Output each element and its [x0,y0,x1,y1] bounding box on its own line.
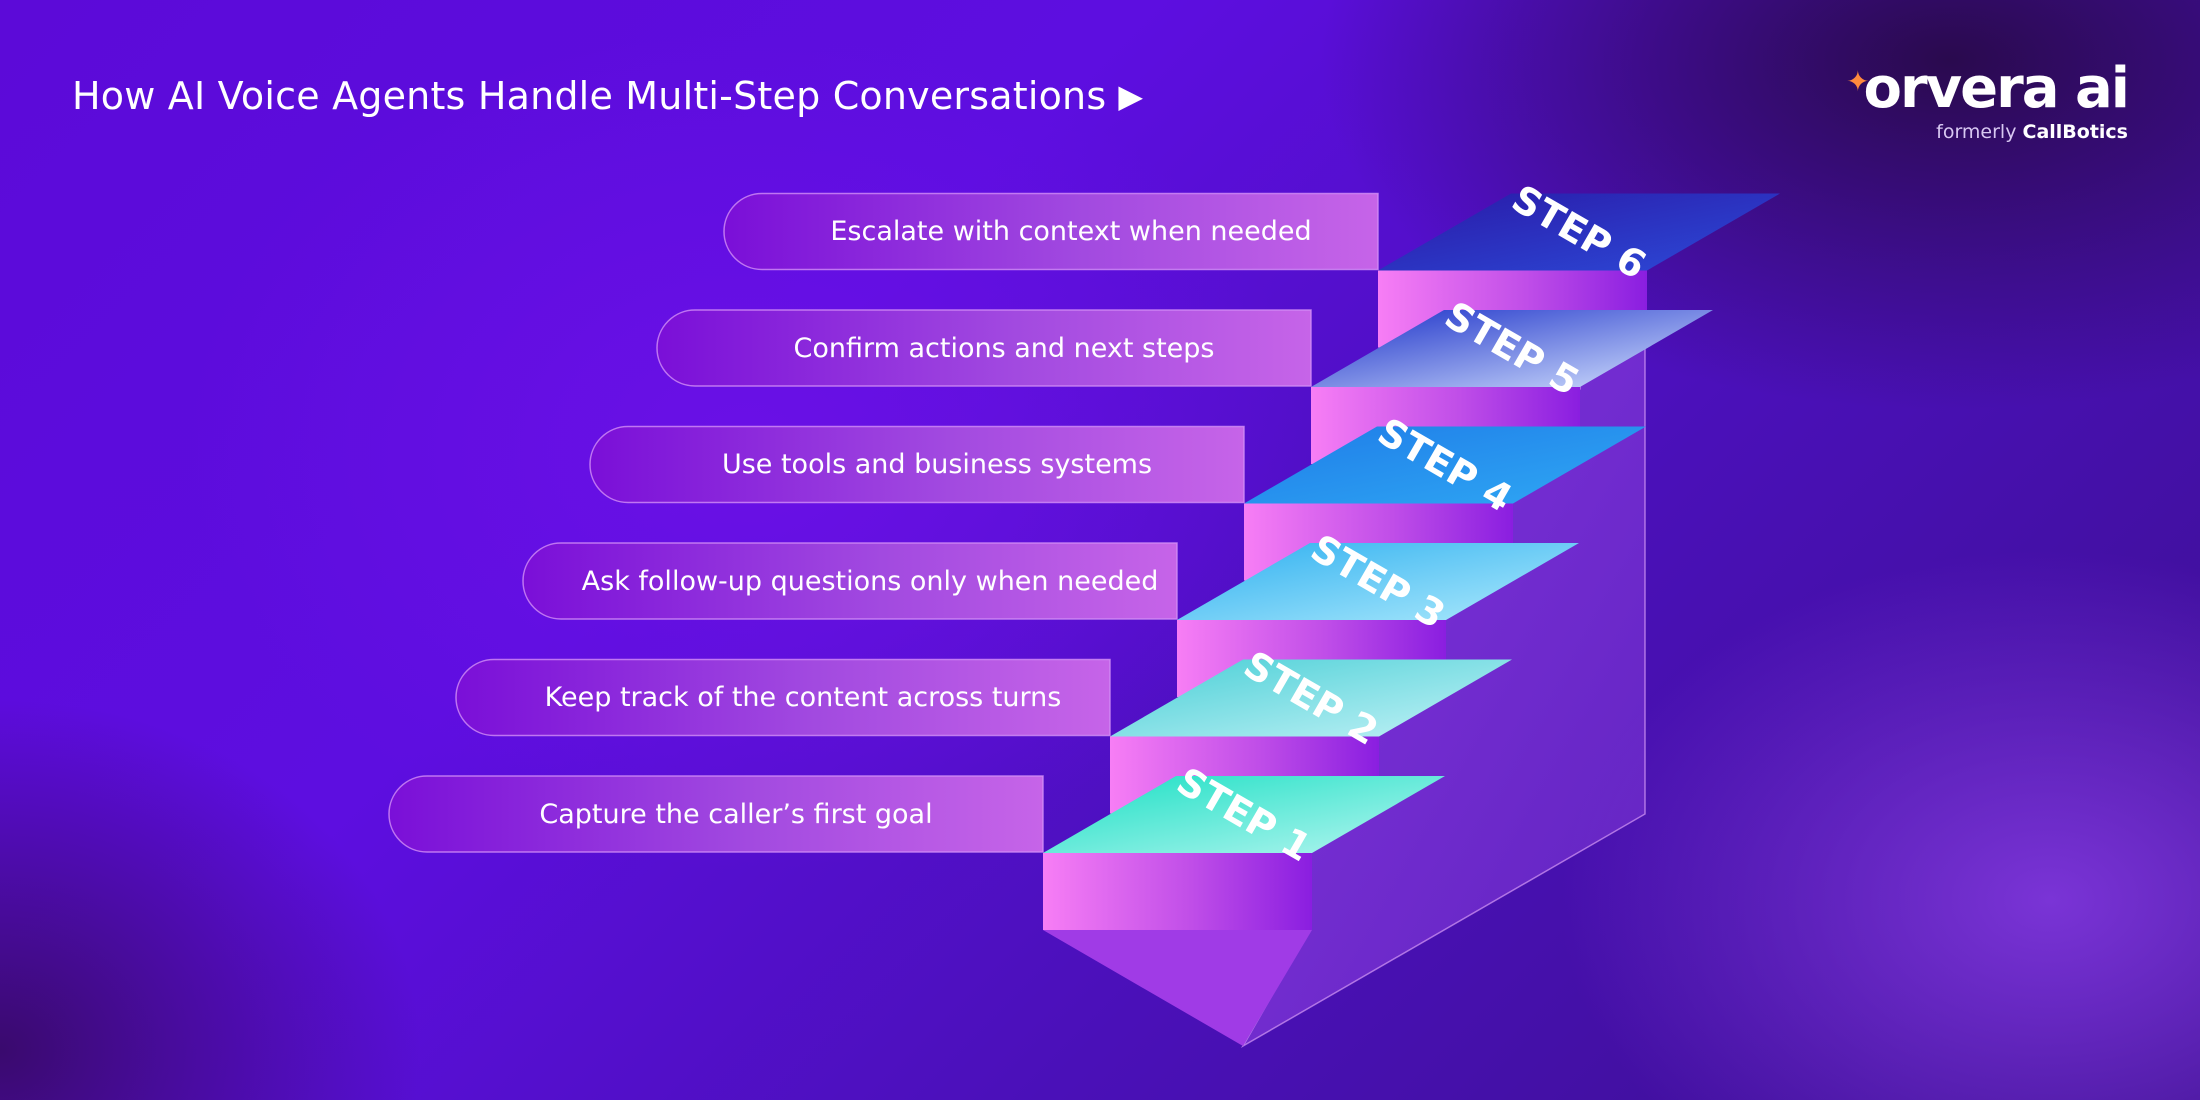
step-3-text: Ask follow-up questions only when needed [581,565,1159,597]
brand-subtitle: formerly CallBotics [1846,121,2128,143]
brand-logo: ✦orvera ai formerly CallBotics [1846,52,2130,144]
brand-sub-name: CallBotics [2022,121,2129,143]
step-1-text: Capture the caller’s first goal [539,798,933,830]
step-4-text: Use tools and business systems [721,449,1153,480]
step-6-pill [723,192,1379,271]
step-6-text: Escalate with context when needed [830,216,1312,247]
step-2-pill [455,658,1111,737]
step-2-tread [1110,659,1512,737]
step-1-riser [1043,853,1312,930]
play-triangle-icon: ▶ [1118,77,1144,115]
step-5-tread [1311,310,1713,387]
brand-name: orvera ai [1863,56,2130,121]
step-5-text: Confirm actions and next steps [793,332,1215,364]
step-6-tread [1378,193,1780,271]
spark-icon: ✦ [1846,65,1870,98]
step-4-tread [1244,426,1646,504]
page-title: How AI Voice Agents Handle Multi-Step Co… [72,74,1143,118]
step-1-tread [1043,776,1445,853]
step-3-tread [1177,543,1579,620]
brand-sub-prefix: formerly [1936,121,2017,143]
step-1-pill [388,775,1044,853]
step-2-text: Keep track of the content across turns [544,682,1062,713]
brand-wordmark: ✦orvera ai [1846,52,2130,121]
step-4-pill [589,425,1245,504]
step-1-base [1043,930,1312,1046]
step-5-pill [656,309,1312,387]
step-3-pill [522,542,1178,620]
page-title-text: How AI Voice Agents Handle Multi-Step Co… [72,74,1107,118]
